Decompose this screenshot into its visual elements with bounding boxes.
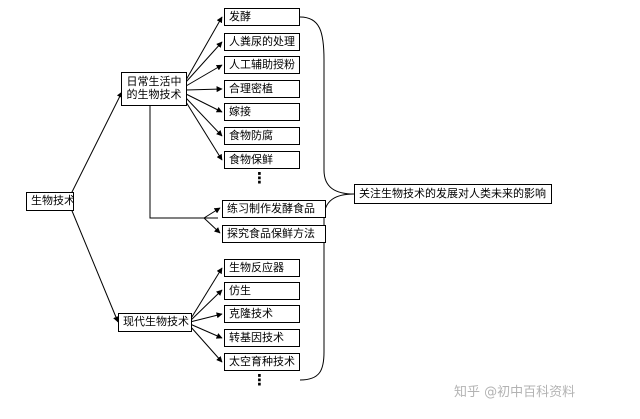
edge-daily-grafting — [185, 93, 223, 113]
node-bioreactor: 生物反应器 — [224, 259, 300, 277]
edge-daily-planting — [185, 86, 223, 93]
edge-modern-bionics — [189, 289, 223, 322]
ellipsis-daily: ⋮ — [252, 169, 267, 187]
edge-daily-pollination — [185, 64, 223, 87]
node-dense-planting: 合理密植 — [224, 80, 300, 98]
edge-modern-bioreactor — [189, 267, 223, 321]
node-practice-fermented-food: 练习制作发酵食品 — [222, 200, 326, 218]
edge-practice-down — [203, 217, 221, 234]
edge-daily-manure — [185, 41, 223, 83]
node-food-freshkeeping: 食物保鲜 — [224, 151, 300, 169]
node-food-preservation: 食物防腐 — [224, 127, 300, 145]
edge-daily-freshkeeping — [185, 101, 223, 161]
edge-modern-cloning — [189, 312, 223, 323]
edge-practice-up — [203, 207, 221, 219]
node-future-impact: 关注生物技术的发展对人类未来的影响 — [354, 184, 552, 204]
node-modern-biotech: 现代生物技术 — [118, 313, 192, 332]
node-manure-treatment: 人粪尿的处理 — [224, 33, 300, 51]
edge-daily-preservation — [185, 97, 223, 137]
edge-modern-transgenic — [189, 323, 223, 339]
node-grafting: 嫁接 — [224, 103, 300, 121]
node-explore-freshkeeping: 探究食品保鲜方法 — [222, 225, 326, 243]
edge-daily-practice — [149, 104, 218, 219]
edge-modern-spacebreeding — [189, 325, 223, 363]
node-root: 生物技术 — [26, 192, 74, 211]
node-artificial-pollination: 人工辅助授粉 — [224, 56, 300, 74]
node-daily-line2: 的生物技术 — [126, 88, 182, 101]
brace-to-target — [299, 16, 355, 381]
watermark: 知乎 @初中百科资料 — [454, 385, 576, 400]
edge-daily-fermentation — [185, 16, 223, 81]
ellipsis-modern: ⋮ — [252, 371, 267, 389]
node-daily-biotech: 日常生活中 的生物技术 — [121, 72, 187, 106]
node-daily-line1: 日常生活中 — [126, 75, 182, 89]
node-fermentation: 发酵 — [224, 8, 300, 26]
node-transgenic: 转基因技术 — [224, 329, 300, 347]
node-bionics: 仿生 — [224, 282, 300, 300]
edge-root-daily — [69, 91, 123, 197]
node-cloning: 克隆技术 — [224, 305, 300, 323]
edge-root-modern — [69, 205, 119, 323]
node-space-breeding: 太空育种技术 — [224, 353, 300, 371]
